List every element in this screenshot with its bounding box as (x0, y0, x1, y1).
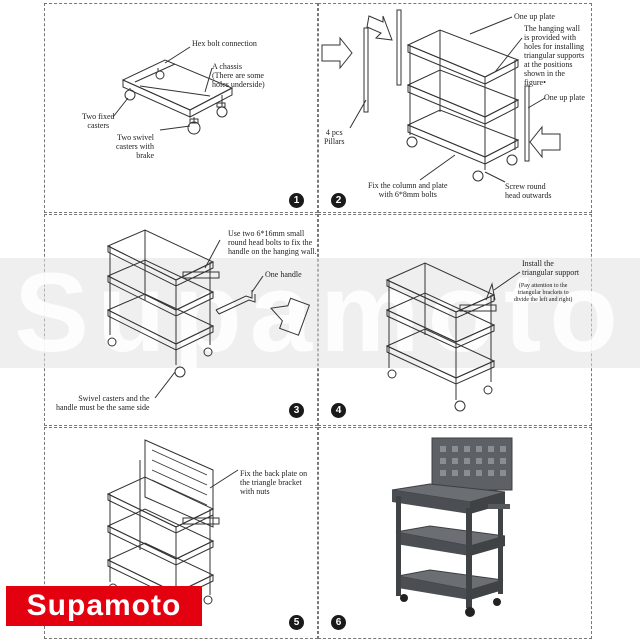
step-badge-5: 5 (289, 615, 304, 630)
label-swivel-casters: Two swivel casters with brake (116, 133, 154, 160)
panel-2-frame (318, 3, 592, 213)
label-fix-column: Fix the column and plate with 6*8mm bolt… (368, 181, 448, 199)
chassis-drawing (112, 46, 234, 135)
watermark-band: Supamoto (0, 250, 640, 375)
label-one-up-plate-top: One up plate (514, 12, 555, 21)
label-hex-bolt: Hex bolt connection (192, 39, 257, 48)
label-back-plate: Fix the back plate on the triangle brack… (240, 469, 308, 496)
panel-1-frame (44, 3, 318, 213)
cart-drawing-4 (385, 262, 521, 412)
label-pay-attention: (Pay attention to the triangular bracket… (514, 283, 573, 303)
label-hanging-wall: The hanging wall is provided with holes … (524, 24, 585, 87)
panel-5-frame (44, 427, 318, 639)
label-install-support: Install the triangular support (522, 259, 580, 277)
label-one-up-plate-right: One up plate (544, 93, 585, 102)
label-same-side: Swivel casters and the handle must be th… (56, 394, 150, 412)
step-badge-1: 1 (289, 193, 304, 208)
label-chassis: A chassis (There are some holes undersid… (212, 62, 265, 89)
supamoto-logo: Supamoto (6, 586, 202, 626)
label-use-bolts: Use two 6*16mm small round head bolts to… (228, 229, 317, 256)
step-badge-3: 3 (289, 403, 304, 418)
cart-drawing-3 (106, 229, 311, 399)
step-badge-6: 6 (331, 615, 346, 630)
label-one-handle: One handle (265, 270, 302, 279)
step-badge-2: 2 (331, 193, 346, 208)
label-screw-round: Screw round head outwards (505, 182, 552, 200)
photo-cart-drawing (391, 437, 513, 617)
exploded-drawing (321, 9, 561, 183)
label-pillars: 4 pcs Pillars (324, 128, 345, 146)
panel-6-frame (318, 427, 592, 639)
label-fixed-casters: Two fixed casters (82, 112, 115, 130)
watermark-text: Supamoto (14, 250, 626, 375)
step-badge-4: 4 (331, 403, 346, 418)
